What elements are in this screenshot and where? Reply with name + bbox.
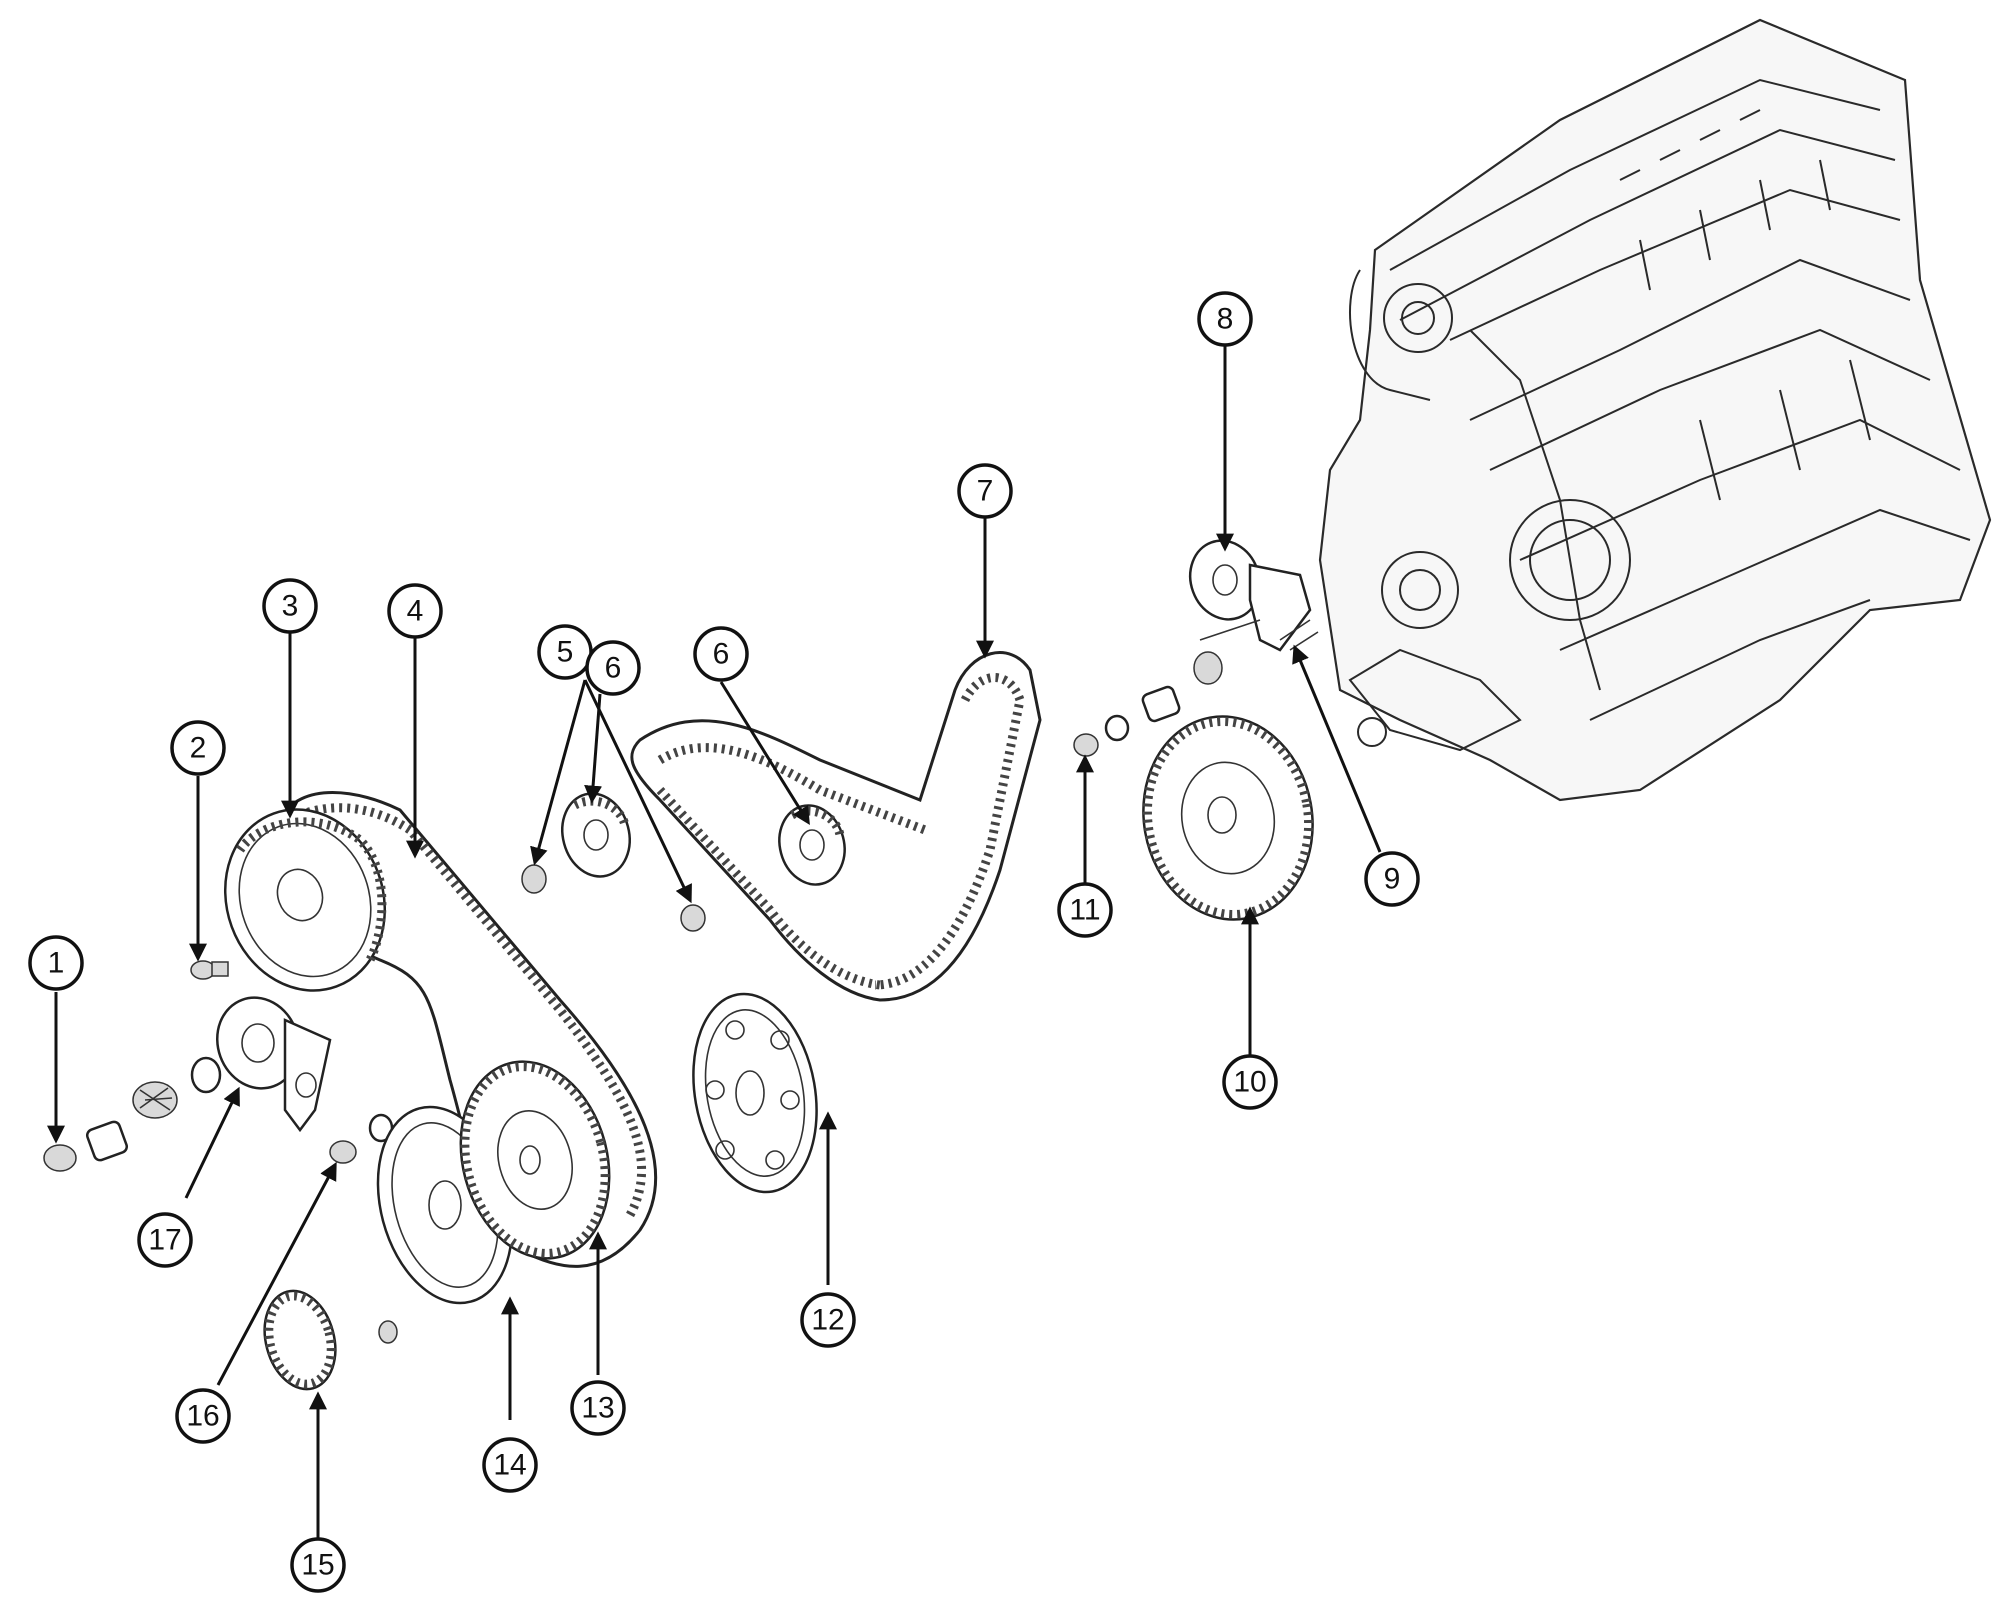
callout-6b-label: 6 xyxy=(713,638,730,671)
leader-5a xyxy=(530,679,587,866)
camshaft-sprocket xyxy=(223,808,387,992)
callout-3: 3 xyxy=(262,578,318,634)
callout-10-label: 10 xyxy=(1233,1066,1266,1099)
callout-2-label: 2 xyxy=(190,732,207,765)
callout-6b: 6 xyxy=(693,626,749,682)
tensioner-pulley xyxy=(216,996,332,1133)
tensioner-8 xyxy=(1188,539,1312,652)
leader-16 xyxy=(216,1161,337,1386)
callout-14: 14 xyxy=(482,1437,538,1493)
callout-12: 12 xyxy=(800,1292,856,1348)
callout-13: 13 xyxy=(570,1380,626,1436)
callout-16-label: 16 xyxy=(186,1400,219,1433)
tensioner-hardware xyxy=(43,1056,222,1172)
callout-8: 8 xyxy=(1197,291,1253,347)
leader-lines xyxy=(47,345,1382,1540)
callout-9: 9 xyxy=(1364,851,1420,907)
pulley-12 xyxy=(692,992,818,1194)
callout-3-label: 3 xyxy=(282,590,299,623)
crankshaft-sprocket xyxy=(459,1060,611,1260)
callout-7: 7 xyxy=(957,463,1013,519)
callout-10: 10 xyxy=(1222,1054,1278,1110)
callout-16: 16 xyxy=(175,1388,231,1444)
engine-block xyxy=(1318,18,1992,802)
callout-6a-label: 6 xyxy=(605,652,622,685)
leader-6b xyxy=(719,681,810,826)
callout-6a: 6 xyxy=(585,640,641,696)
callout-11: 11 xyxy=(1057,882,1113,938)
callout-5: 5 xyxy=(537,624,593,680)
callout-13-label: 13 xyxy=(581,1392,614,1425)
idler-pulley-left xyxy=(521,792,706,932)
hardware-stack-11 xyxy=(1073,651,1223,757)
drive-gear-10 xyxy=(1142,715,1314,921)
callout-14-label: 14 xyxy=(493,1449,526,1482)
callout-11-label: 11 xyxy=(1069,894,1100,927)
callout-15-label: 15 xyxy=(301,1549,334,1582)
callout-12-label: 12 xyxy=(811,1304,844,1337)
callout-5-label: 5 xyxy=(557,636,574,669)
callout-4-label: 4 xyxy=(407,595,424,628)
callout-4: 4 xyxy=(387,583,443,639)
timing-belt-7 xyxy=(630,651,1042,1002)
idler-pulley-right xyxy=(778,804,846,886)
leader-5b xyxy=(583,679,692,904)
callout-7-label: 7 xyxy=(977,475,994,508)
callout-17-label: 17 xyxy=(148,1224,181,1257)
callout-1: 1 xyxy=(28,935,84,991)
leader-17 xyxy=(184,1086,240,1199)
leader-6a xyxy=(584,693,603,804)
callout-9-label: 9 xyxy=(1384,863,1401,896)
leader-9 xyxy=(1292,644,1382,853)
callout-2: 2 xyxy=(170,720,226,776)
callout-17: 17 xyxy=(137,1212,193,1268)
small-gear xyxy=(263,1289,398,1391)
callout-1-label: 1 xyxy=(48,947,65,980)
callout-8-label: 8 xyxy=(1217,303,1234,336)
bolt-2 xyxy=(190,960,229,980)
bolt-16 xyxy=(329,1113,394,1164)
callout-15: 15 xyxy=(290,1537,346,1593)
